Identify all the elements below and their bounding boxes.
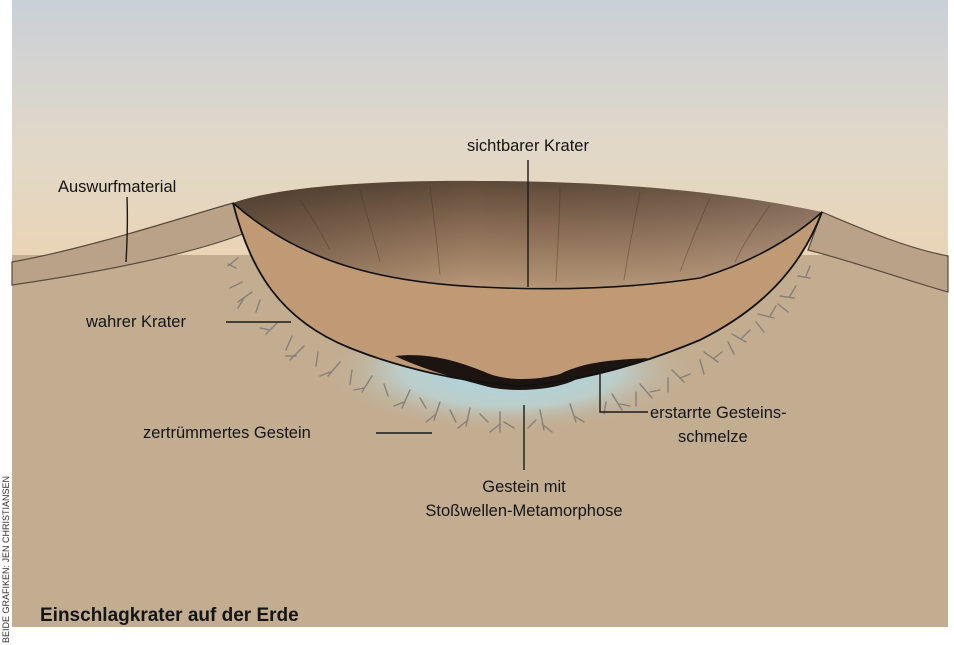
label-true-crater: wahrer Krater	[85, 313, 186, 331]
label-shock-line1: Gestein mit	[482, 478, 566, 496]
figure-title: Einschlagkrater auf der Erde	[40, 605, 299, 626]
label-visible-crater: sichtbarer Krater	[467, 137, 589, 155]
label-shock-line2: Stoßwellen-Metamorphose	[425, 502, 622, 520]
image-credit: BEIDE GRAFIKEN: JEN CHRISTIANSEN	[1, 476, 11, 643]
label-fractured-rock: zertrümmertes Gestein	[143, 424, 311, 442]
label-ejecta: Auswurfmaterial	[58, 178, 176, 196]
label-melt-line2: schmelze	[678, 428, 748, 446]
label-melt-line1: erstarrte Gesteins-	[650, 404, 787, 422]
